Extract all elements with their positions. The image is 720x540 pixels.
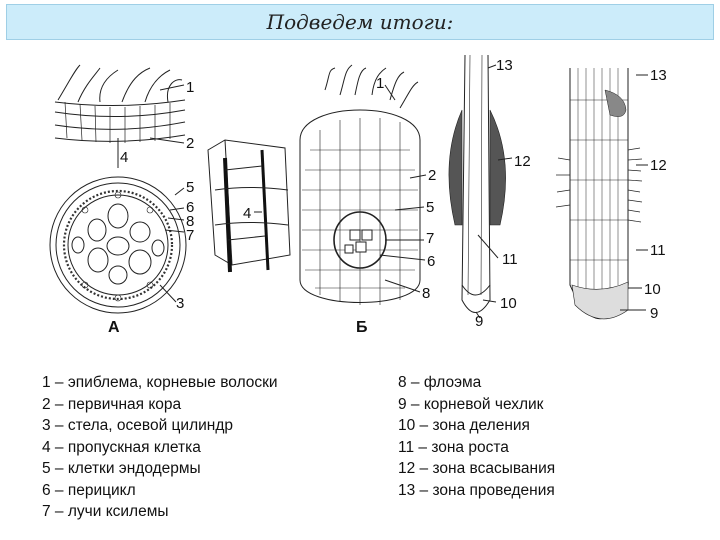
root-tip-2-labels: 13 12 11 10 9 <box>644 67 667 322</box>
root-tip-2-callout: 11 <box>650 242 666 259</box>
legend-item: 2 – первичная кора <box>42 394 278 416</box>
root-tip-2-callout: 9 <box>650 305 658 322</box>
root-tip-callout: 9 <box>475 313 483 330</box>
root-tip-callout: 13 <box>496 57 513 74</box>
root-tip-2-callout: 10 <box>644 281 661 298</box>
panel-b-callout: 1 <box>376 75 384 92</box>
title-bar: Подведем итоги: <box>6 4 714 40</box>
panel-b-callout: 7 <box>426 230 434 247</box>
legend-item: 1 – эпиблема, корневые волоски <box>42 372 278 394</box>
slide-title: Подведем итоги: <box>267 10 454 34</box>
root-tip-callout: 10 <box>500 295 517 312</box>
legend-item: 5 – клетки эндодермы <box>42 458 278 480</box>
legend-right: 8 – флоэма 9 – корневой чехлик 10 – зона… <box>398 372 555 501</box>
root-tip-2-callout: 13 <box>650 67 667 84</box>
panel-a-callout: 7 <box>186 227 194 244</box>
root-tip-2-callout: 12 <box>650 157 667 174</box>
legend-item: 11 – зона роста <box>398 437 555 459</box>
panel-a-callout: 1 <box>186 79 194 96</box>
panel-b-callout: 6 <box>427 253 435 270</box>
legend-item: 13 – зона проведения <box>398 480 555 502</box>
endodermis-callout: 4 <box>243 205 251 222</box>
panel-b-callout: 8 <box>422 285 430 302</box>
root-tip-callout: 11 <box>502 251 518 268</box>
panel-a-callout: 2 <box>186 135 194 152</box>
legend-item: 7 – лучи ксилемы <box>42 501 278 523</box>
root-anatomy-figure: 1 2 4 5 6 8 7 3 А 4 <box>0 40 720 370</box>
root-tip-detailed-drawing <box>556 68 648 319</box>
panel-a-callout: 5 <box>186 179 194 196</box>
panel-b-callout: 2 <box>428 167 436 184</box>
legend-item: 6 – перицикл <box>42 480 278 502</box>
panel-b-root-section <box>300 65 426 305</box>
panel-b-callout: 5 <box>426 199 434 216</box>
legend-left: 1 – эпиблема, корневые волоски 2 – перви… <box>42 372 278 523</box>
panel-a-callout: 3 <box>176 295 184 312</box>
legend-item: 12 – зона всасывания <box>398 458 555 480</box>
panel-a-callout: 4 <box>120 149 128 166</box>
panel-a-caption: А <box>108 319 120 336</box>
legend-item: 9 – корневой чехлик <box>398 394 555 416</box>
legend-item: 10 – зона деления <box>398 415 555 437</box>
panel-b-caption: Б <box>356 319 368 336</box>
legend-item: 8 – флоэма <box>398 372 555 394</box>
root-tip-outline-drawing <box>449 55 512 318</box>
panel-a-cross-section <box>50 65 186 313</box>
panel-b-labels: 1 2 5 7 6 8 Б <box>356 75 436 336</box>
root-tip-callout: 12 <box>514 153 531 170</box>
legend-item: 3 – стела, осевой цилиндр <box>42 415 278 437</box>
legend-item: 4 – пропускная клетка <box>42 437 278 459</box>
